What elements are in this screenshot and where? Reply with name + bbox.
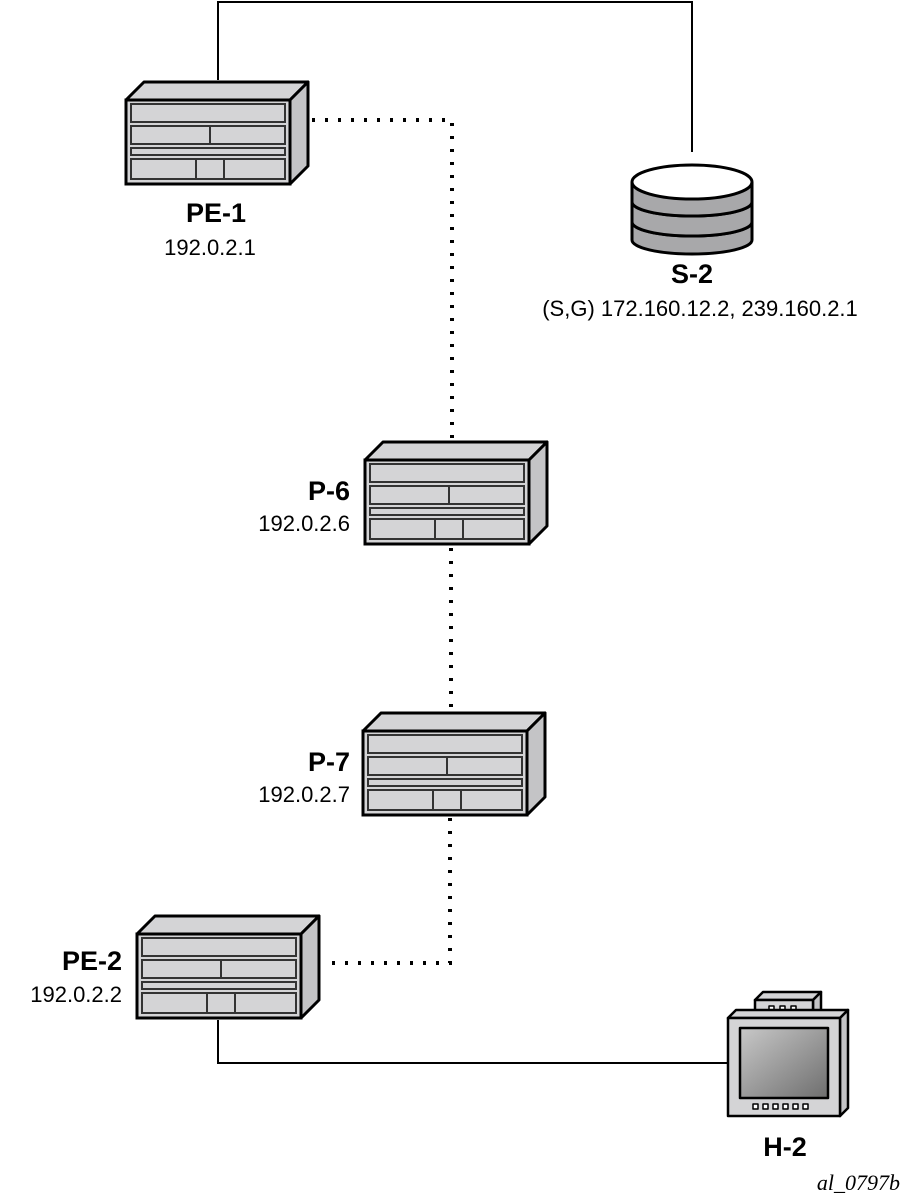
link-pe1-p6: [312, 118, 454, 440]
link-p7-pe2: [322, 818, 452, 965]
h2-name-label: H-2: [763, 1132, 807, 1162]
p6-name-label: P-6: [308, 476, 350, 506]
pe1-ip-label: 192.0.2.1: [164, 235, 256, 260]
router-p7-icon[interactable]: [361, 711, 547, 817]
p7-ip-label: 192.0.2.7: [258, 782, 350, 807]
pe1-name-label: PE-1: [186, 198, 246, 228]
s2-name-label: S-2: [671, 259, 713, 289]
router-pe2-icon[interactable]: [135, 914, 321, 1020]
p6-ip-label: 192.0.2.6: [258, 511, 350, 536]
figure-id: al_0797b: [817, 1170, 900, 1195]
link-pe1-s2: [217, 1, 693, 152]
pe2-ip-label: 192.0.2.2: [30, 982, 122, 1007]
link-pe2-h2: [217, 1020, 728, 1064]
s2-group-label: (S,G) 172.160.12.2, 239.160.2.1: [542, 296, 858, 321]
router-pe1-icon[interactable]: [124, 80, 310, 186]
router-p6-icon[interactable]: [363, 440, 549, 546]
p7-name-label: P-7: [308, 747, 350, 777]
server-s2-database-icon[interactable]: [630, 163, 754, 256]
host-h2-monitor-icon[interactable]: [726, 990, 850, 1118]
pe2-name-label: PE-2: [62, 946, 122, 976]
